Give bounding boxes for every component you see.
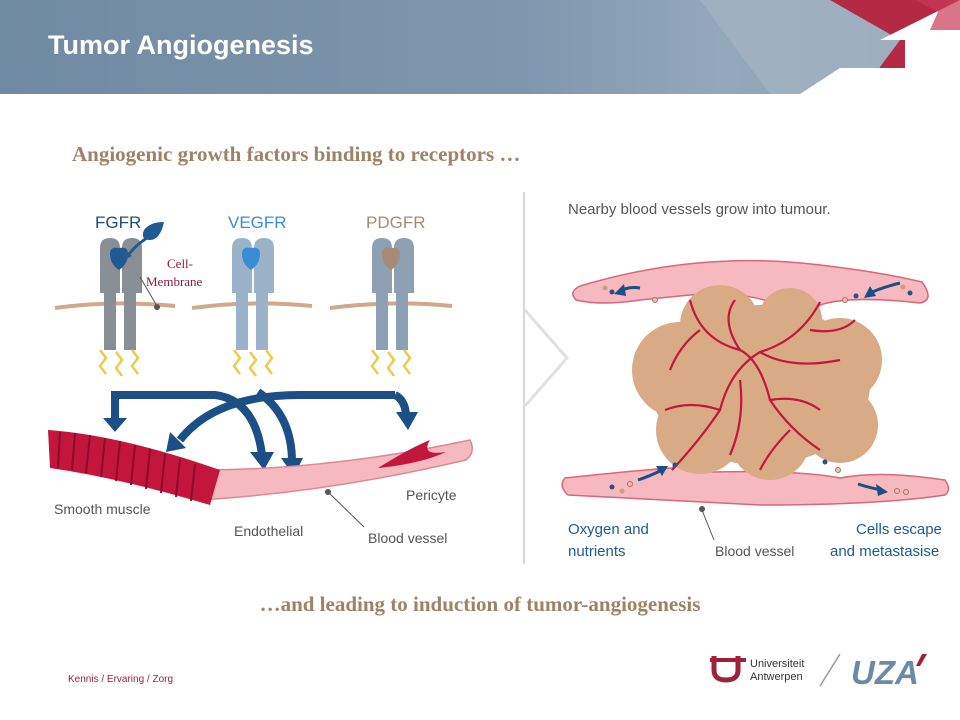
slide-title: Tumor Angiogenesis xyxy=(48,30,314,60)
cells-escape-label-2: and metastasise xyxy=(830,543,939,560)
header-bar: Tumor Angiogenesis xyxy=(0,0,960,94)
upper-blood-vessel xyxy=(572,259,929,321)
smooth-muscle xyxy=(48,430,220,505)
university-antwerpen-logo: Universiteit Antwerpen xyxy=(710,656,804,683)
blood-vessel-label-right: Blood vessel xyxy=(715,543,794,559)
tumour-vasculature xyxy=(664,299,856,471)
pdgfr-label: PDGFR xyxy=(366,213,426,232)
membrane-label-2: Membrane xyxy=(146,274,203,289)
pdgfr-receptor xyxy=(372,238,414,350)
transition-chevron xyxy=(523,309,569,407)
slide-subtitle: Angiogenic growth factors binding to rec… xyxy=(72,142,521,166)
smooth-muscle-label: Smooth muscle xyxy=(54,501,151,517)
receptor-diagram: FGFR VEGFR PDGFR Cell- Membrane Smooth m… xyxy=(48,213,473,546)
tumour-mass xyxy=(632,285,882,480)
tumour-diagram: Nearby blood vessels grow into tumour. O… xyxy=(561,201,950,560)
fgfr-label: FGFR xyxy=(95,213,141,232)
slide-caption: …and leading to induction of tumor-angio… xyxy=(259,592,701,616)
cell-membrane xyxy=(329,301,453,310)
cells-escape-label-1: Cells escape xyxy=(856,521,942,538)
flow-arrow-heads xyxy=(614,284,888,496)
oxygen-label-2: nutrients xyxy=(568,543,626,560)
signal-arrows xyxy=(111,388,410,463)
university-name-1: Universiteit xyxy=(750,658,804,670)
logo-area: Universiteit Antwerpen UZA xyxy=(710,653,927,691)
vessel-dot xyxy=(325,489,331,495)
university-name-2: Antwerpen xyxy=(750,671,803,683)
fgfr-receptor xyxy=(100,238,142,350)
ligand-arrow-head xyxy=(120,250,132,262)
pericyte-label: Pericyte xyxy=(406,487,457,503)
footer-credit: Kennis / Ervaring / Zorg xyxy=(68,674,174,685)
uza-accent xyxy=(916,654,927,666)
right-vessel-leader xyxy=(701,509,715,541)
right-heading: Nearby blood vessels grow into tumour. xyxy=(568,201,831,218)
right-vessel-dot xyxy=(699,506,705,512)
oxygen-label-1: Oxygen and xyxy=(568,521,649,538)
vegfr-label: VEGFR xyxy=(228,213,287,232)
uza-logo: UZA xyxy=(851,654,919,691)
header-decoration xyxy=(700,0,960,94)
cell-membrane xyxy=(191,301,313,310)
membrane-label-1: Cell- xyxy=(167,256,193,271)
vessel-leader xyxy=(327,491,365,528)
blood-vessel-label-left: Blood vessel xyxy=(368,530,447,546)
logo-separator xyxy=(819,653,841,687)
panel-divider xyxy=(523,192,525,564)
membrane-leader xyxy=(139,276,158,307)
membrane-dot xyxy=(154,304,160,310)
endothelial-label: Endothelial xyxy=(234,523,303,539)
pericyte-cell xyxy=(378,440,446,468)
signal-sparks xyxy=(98,349,412,377)
vegfr-receptor xyxy=(232,238,274,350)
